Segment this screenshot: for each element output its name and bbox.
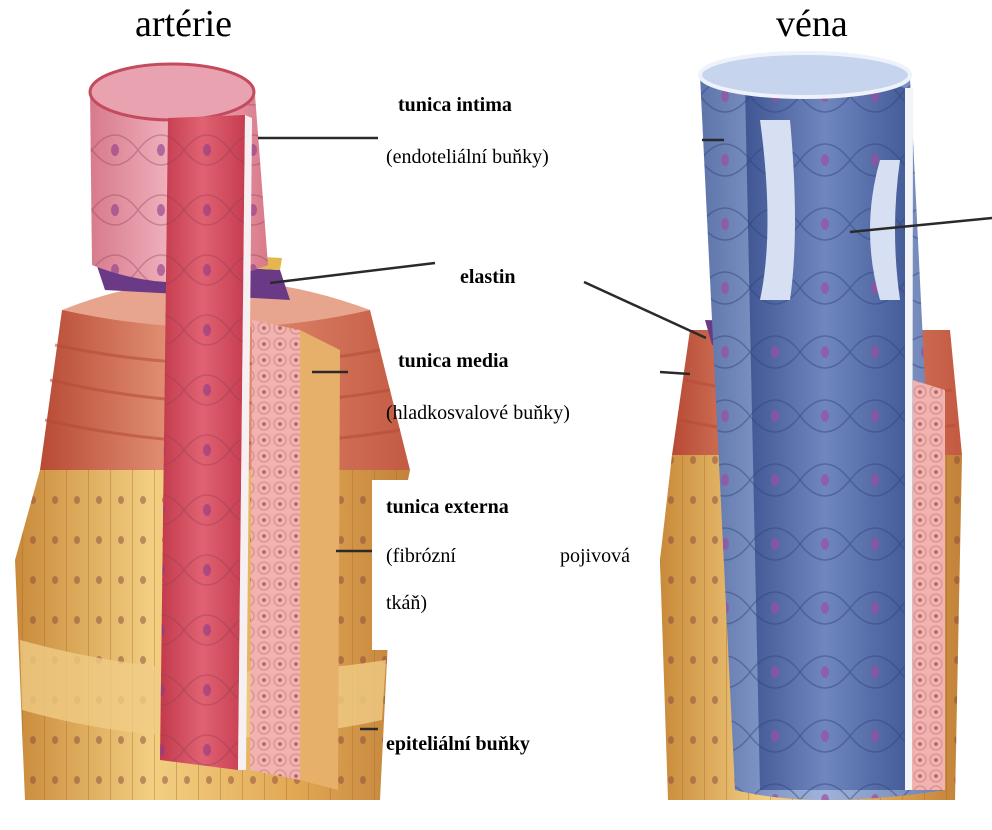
vein-illustration [660,53,962,800]
vein-elastin-leader-line [584,282,706,338]
elastin-leader-line [270,263,435,283]
artery-title: artérie [135,2,232,46]
tunica-externa-label: tunica externa [386,496,509,518]
epithelial-cells-name: epiteliální buňky [386,733,530,755]
elastin-name: elastin [460,266,516,288]
artery-illustration [15,64,410,800]
tunica-externa-name: tunica externa [386,496,509,518]
tunica-externa-desc-word1: (fibrózní [386,545,456,567]
epithelial-cells-label: epiteliální buňky [386,733,530,755]
tunica-media-desc: (hladkosvalové buňky) [386,402,570,424]
tunica-externa-desc-line2: tkáň) [386,592,427,614]
tunica-intima-name: tunica intima [398,94,512,116]
tunica-intima-label: tunica intima [398,94,512,116]
tunica-externa-desc-word2: pojivová [560,545,630,567]
tunica-media-name: tunica media [398,350,509,372]
tunica-intima-desc: (endoteliální buňky) [386,146,549,168]
elastin-label: elastin [460,266,516,288]
tunica-media-label: tunica media [398,350,509,372]
vein-title: véna [776,2,848,46]
